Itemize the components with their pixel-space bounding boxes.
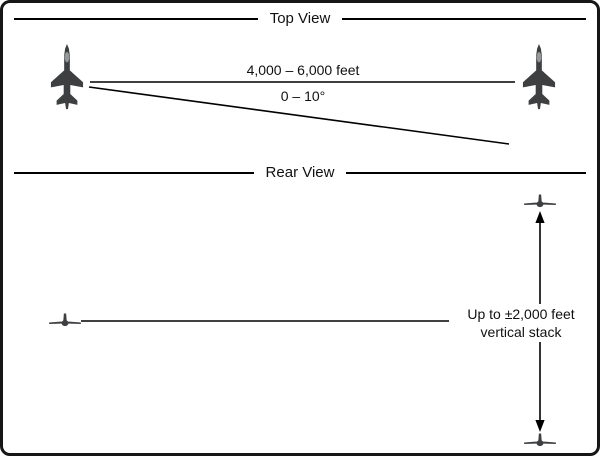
rear-view-title-rule-right bbox=[346, 172, 587, 174]
distance-range-label: 4,000 – 6,000 feet bbox=[246, 62, 360, 78]
aircraft-top-view-right-icon bbox=[520, 43, 558, 111]
rear-view-section-header: Rear View bbox=[14, 164, 587, 182]
vertical-stack-arrowhead-up-icon bbox=[535, 211, 545, 223]
angle-range-label: 0 – 10° bbox=[280, 88, 326, 104]
top-view-title-rule-left bbox=[14, 18, 258, 20]
rear-view-title: Rear View bbox=[265, 164, 335, 181]
top-view-section-header: Top View bbox=[14, 10, 586, 28]
top-view-title: Top View bbox=[269, 10, 331, 27]
top-view-title-rule-right bbox=[342, 18, 586, 20]
vertical-stack-label-line2: vertical stack bbox=[480, 324, 562, 340]
vertical-stack-label-line1: Up to ±2,000 feet bbox=[467, 306, 575, 322]
aircraft-rear-view-upper-right-icon bbox=[524, 194, 556, 208]
aircraft-top-view-left-icon bbox=[48, 43, 86, 111]
aircraft-rear-view-left-icon bbox=[49, 313, 81, 327]
vertical-stack-arrowhead-down-icon bbox=[535, 420, 545, 432]
aircraft-rear-view-lower-right-icon bbox=[524, 433, 556, 447]
vertical-stack-label: Up to ±2,000 feet vertical stack bbox=[449, 304, 593, 342]
rear-view-title-rule-left bbox=[14, 172, 254, 174]
